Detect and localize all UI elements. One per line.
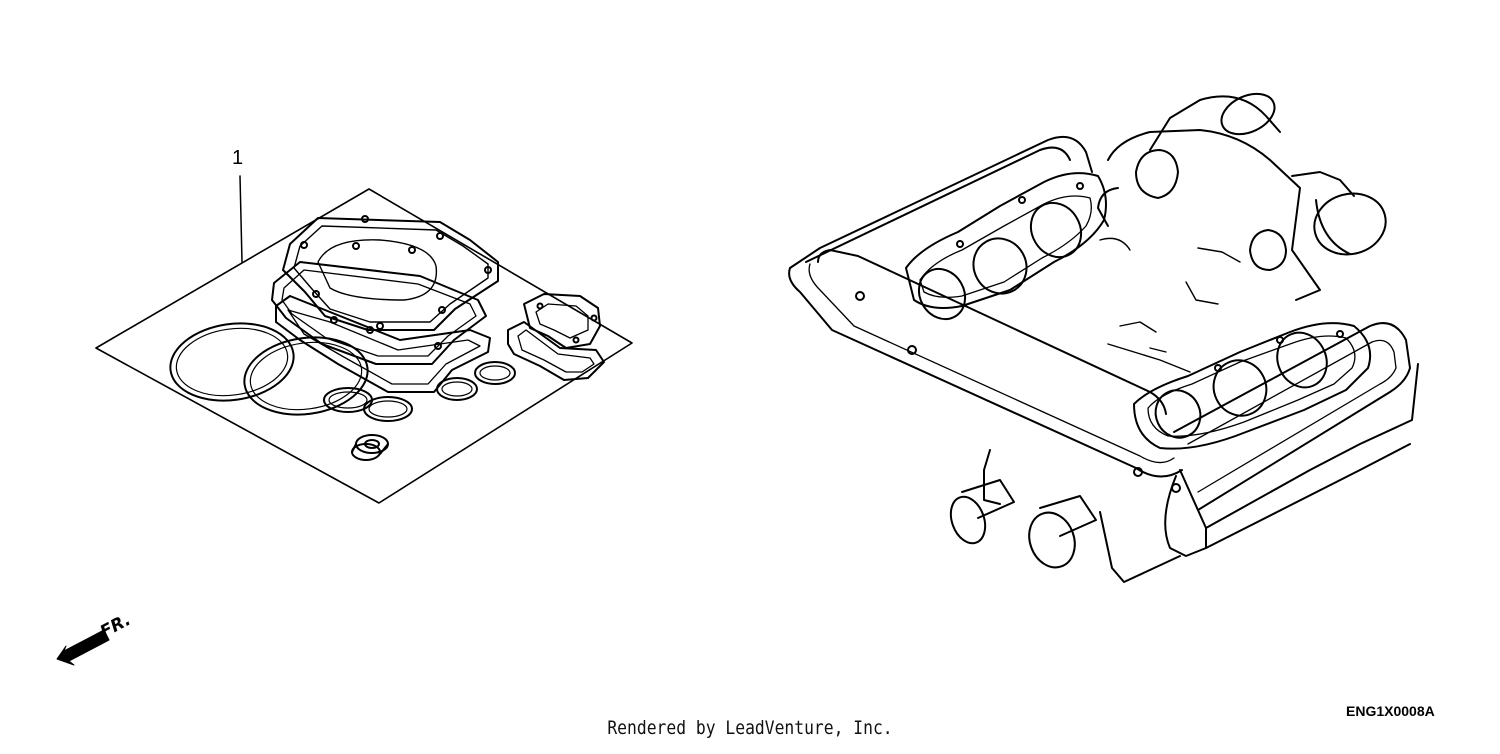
gasket-rear-head <box>1133 322 1372 450</box>
callout-leader <box>239 175 243 263</box>
gasket-frame-left <box>788 136 1183 493</box>
gasket-kit-sheet <box>95 188 633 504</box>
gasket-kit-part-1 <box>95 175 633 504</box>
cover-gasket-lower <box>507 321 605 381</box>
head-gasket-top <box>282 215 499 331</box>
gasket-frame-right <box>1173 322 1411 511</box>
front-direction-indicator <box>56 629 110 666</box>
o-ring-small-2 <box>363 396 413 422</box>
outlet-pipe-2 <box>1028 495 1097 569</box>
oil-seal <box>351 434 389 461</box>
callout-number: 1 <box>232 147 244 169</box>
head-gasket-bottom <box>275 295 491 393</box>
o-ring-large-2 <box>243 336 369 416</box>
engine-block <box>788 92 1419 583</box>
outlet-pipe-1 <box>949 479 1015 545</box>
head-gasket-middle <box>271 261 487 365</box>
o-ring-large-1 <box>169 322 295 402</box>
diagram-code: ENG1X0008A <box>1346 703 1435 719</box>
footer-credit: Rendered by LeadVenture, Inc. <box>607 717 893 739</box>
arrow-left-icon <box>56 629 110 666</box>
o-ring-small-3 <box>436 377 478 401</box>
o-ring-small-4 <box>474 361 516 385</box>
gasket-front-head <box>905 172 1107 321</box>
